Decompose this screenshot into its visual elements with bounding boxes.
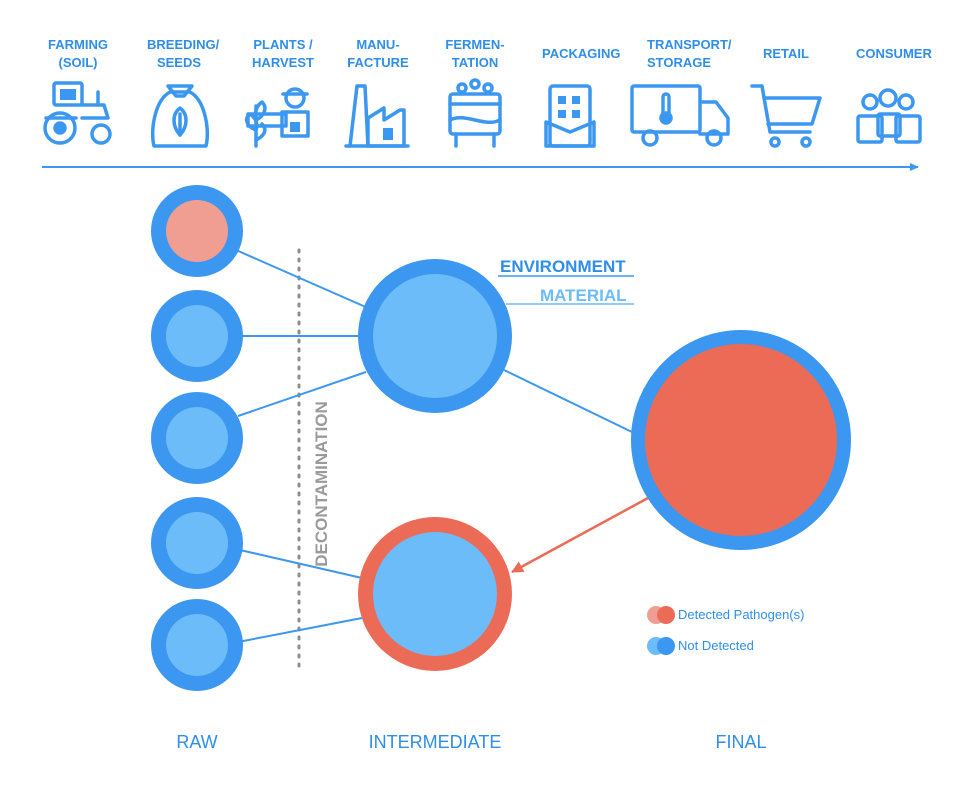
connector-raw3-int1 bbox=[237, 371, 367, 417]
raw-node-4-material bbox=[166, 512, 228, 574]
fermentation-tank-icon bbox=[448, 78, 502, 148]
raw-node-1-material bbox=[166, 200, 228, 262]
final-node-1 bbox=[631, 330, 851, 550]
stage-label-4: MANU- FACTURE bbox=[347, 37, 409, 70]
stage-label-9: CONSUMER bbox=[856, 46, 932, 61]
intermediate-node-2 bbox=[358, 517, 512, 671]
legend-not-detected-swatch bbox=[647, 637, 675, 655]
chocolate-bar-icon bbox=[544, 84, 596, 148]
factory-icon bbox=[344, 84, 410, 148]
legend-detected-label: Detected Pathogen(s) bbox=[678, 607, 805, 622]
raw-node-5-material bbox=[166, 614, 228, 676]
connector-raw5-int2 bbox=[237, 617, 363, 643]
raw-node-2-material bbox=[166, 305, 228, 367]
connector-raw1-int1 bbox=[235, 249, 369, 309]
connector-raw4-int2 bbox=[239, 549, 363, 579]
stage-label-8: RETAIL bbox=[763, 46, 809, 61]
intermediate-node-1-material bbox=[373, 274, 497, 398]
intermediate-node-1 bbox=[358, 259, 512, 413]
raw-node-5 bbox=[151, 599, 243, 691]
raw-node-3-material bbox=[166, 407, 228, 469]
legend-detected-swatch bbox=[647, 606, 675, 624]
decontamination-label: DECONTAMINATION bbox=[312, 401, 331, 567]
refrigerated-truck-icon bbox=[630, 84, 730, 147]
environment-key-label: ENVIRONMENT bbox=[500, 257, 626, 276]
stage-label-7: TRANSPORT/ STORAGE bbox=[647, 37, 732, 70]
connector-int1-final bbox=[503, 369, 633, 433]
seed-bag-icon bbox=[150, 84, 210, 148]
raw-node-2 bbox=[151, 290, 243, 382]
tier-final-label: FINAL bbox=[715, 732, 767, 752]
intermediate-node-2-material bbox=[373, 532, 497, 656]
stage-label-5: FERMEN- TATION bbox=[445, 37, 505, 70]
tier-intermediate-label: INTERMEDIATE bbox=[368, 732, 502, 752]
consumers-icon bbox=[856, 88, 922, 144]
tractor-icon bbox=[43, 81, 112, 145]
stage-label-1: FARMING (SOIL) bbox=[48, 37, 108, 70]
stage-label-3: PLANTS / HARVEST bbox=[252, 37, 314, 70]
farmer-harvest-icon bbox=[244, 87, 310, 148]
raw-node-4 bbox=[151, 497, 243, 589]
contamination-arrow bbox=[511, 496, 649, 574]
shopping-cart-icon bbox=[750, 84, 822, 148]
material-key-label: MATERIAL bbox=[540, 286, 627, 305]
tier-raw-label: RAW bbox=[176, 732, 218, 752]
raw-node-1 bbox=[151, 185, 243, 277]
raw-node-3 bbox=[151, 392, 243, 484]
stage-label-6: PACKAGING bbox=[542, 46, 621, 61]
stage-label-2: BREEDING/ SEEDS bbox=[147, 37, 220, 70]
final-node-1-material bbox=[645, 344, 837, 536]
legend-not-detected-label: Not Detected bbox=[678, 638, 754, 653]
